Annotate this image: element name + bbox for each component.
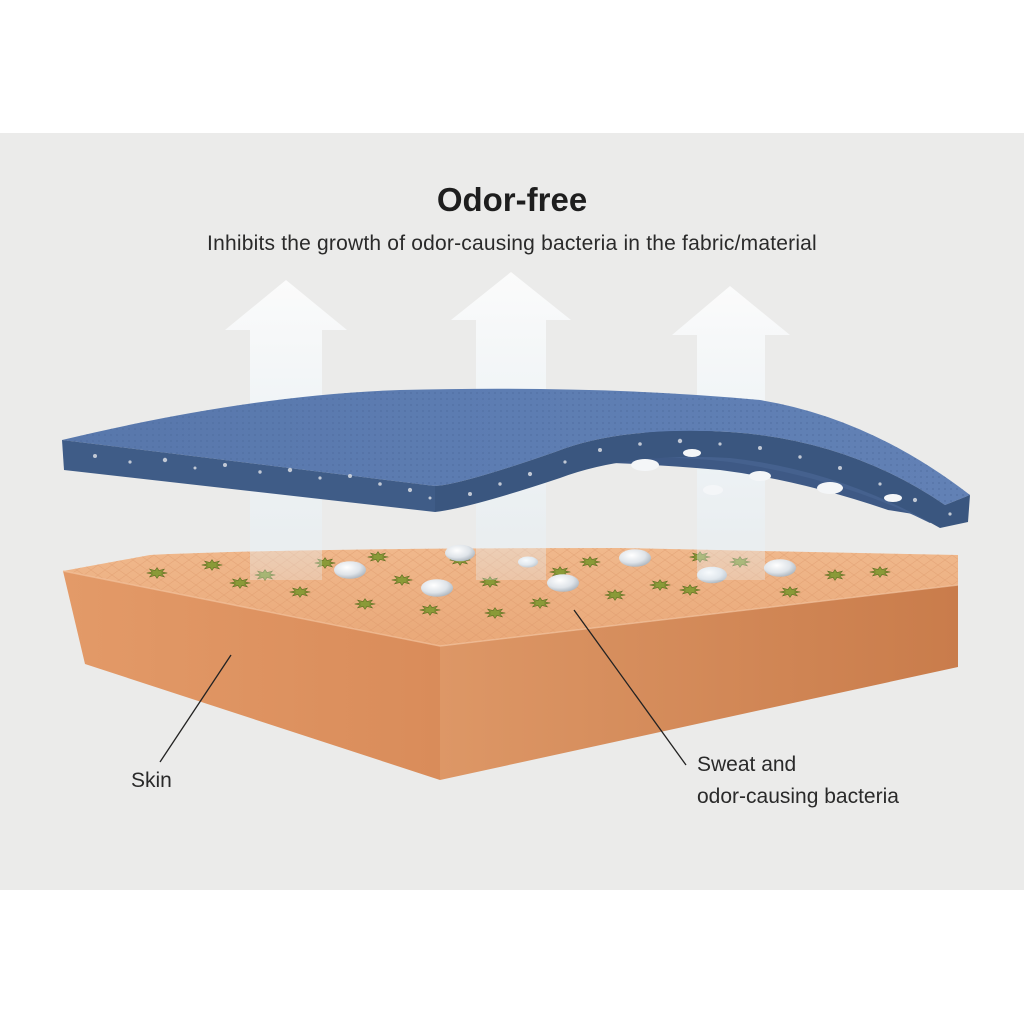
bacteria-icon	[229, 577, 251, 589]
page-subtitle: Inhibits the growth of odor-causing bact…	[207, 232, 817, 255]
bacteria-icon	[679, 584, 701, 596]
bacteria-icon	[529, 597, 551, 609]
sweat-label-line1: Sweat and	[697, 753, 797, 776]
sweat-droplet-icon	[764, 559, 796, 577]
skin-callout-line	[159, 654, 232, 763]
bacteria-icon	[869, 566, 891, 578]
page-title: Odor-free	[436, 181, 588, 218]
bacteria-icon	[367, 551, 389, 563]
bacteria-icon	[649, 579, 671, 591]
bacteria-icon	[484, 607, 506, 619]
sweat-droplet-icon	[445, 544, 475, 562]
bacteria-icon	[604, 589, 626, 601]
fabric-layer	[62, 388, 970, 528]
sweat-callout-line	[573, 609, 687, 766]
sweat-droplet-icon	[547, 574, 579, 592]
skin-front-face	[63, 571, 440, 780]
bacteria-icon	[201, 559, 223, 571]
fabric-side-edge	[435, 430, 970, 528]
sweat-droplet-icon	[619, 549, 651, 567]
sweat-bacteria-label: Sweat and odor-causing bacteria	[697, 749, 899, 813]
bacteria-icon	[289, 586, 311, 598]
sweat-droplet-icon	[421, 579, 453, 597]
bacteria-icon	[354, 598, 376, 610]
bacteria-icon	[579, 556, 601, 568]
bacteria-icon	[391, 574, 413, 586]
sweat-droplet-icon	[334, 561, 366, 579]
bacteria-icon	[419, 604, 441, 616]
bacteria-icon	[824, 569, 846, 581]
skin-label: Skin	[131, 769, 172, 792]
bacteria-icon	[146, 567, 168, 579]
sweat-label-line2: odor-causing bacteria	[697, 785, 899, 808]
fabric-front-edge	[62, 440, 435, 512]
skin-block	[62, 548, 959, 780]
skin-right-face	[440, 585, 958, 780]
bacteria-icon	[779, 586, 801, 598]
